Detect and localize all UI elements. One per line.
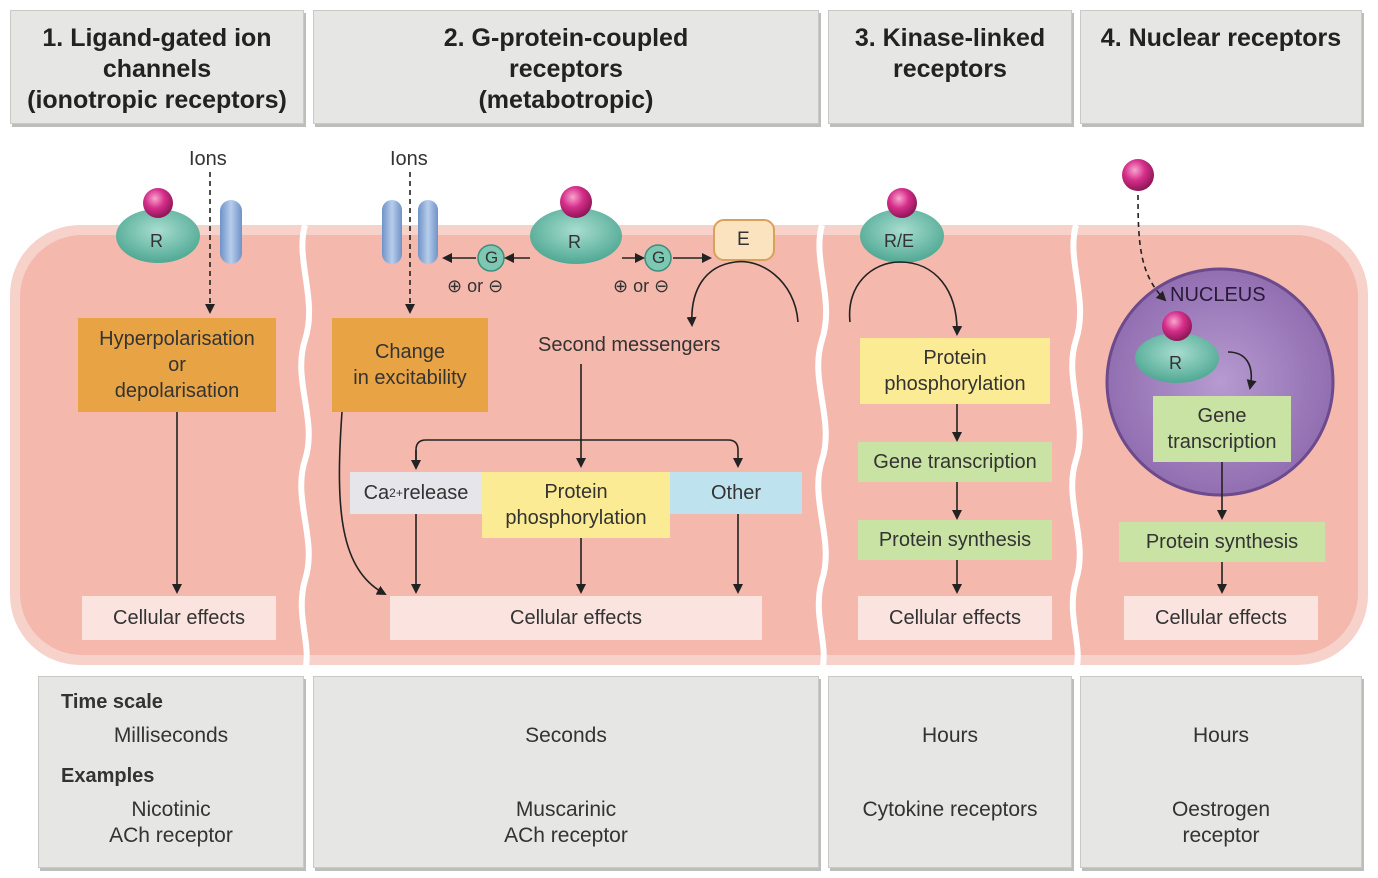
gene-transcription-nuclear-box: Gene transcription <box>1153 396 1291 462</box>
protein-synthesis-kinase-box: Protein synthesis <box>858 520 1052 560</box>
other-box: Other <box>670 472 802 514</box>
cellular-effects-col1: Cellular effects <box>82 596 276 640</box>
protein-phosphorylation-gpcr-box: Protein phosphorylation <box>482 472 670 538</box>
info-panel-col3: Hours Cytokine receptors <box>828 676 1072 868</box>
ions-label-col2: Ions <box>390 148 428 170</box>
receptor-enzyme-col3 <box>860 188 944 263</box>
example-value: Oestrogen receptor <box>1171 798 1271 847</box>
time-scale-label: Time scale <box>61 691 163 713</box>
receptor-col1 <box>116 188 200 263</box>
time-scale-value: Seconds <box>525 724 607 747</box>
ca-sup: 2+ <box>389 486 403 500</box>
plus-or-minus-left: ⊕ or ⊖ <box>447 276 504 296</box>
ion-channel-col1 <box>220 200 242 264</box>
ligand-free <box>1122 159 1154 191</box>
example-value: Muscarinic ACh receptor <box>504 798 628 847</box>
receptor-col4 <box>1135 311 1219 383</box>
second-messengers-label: Second messengers <box>538 334 721 356</box>
header-kinase-linked: 3. Kinase-linked receptors <box>828 10 1072 124</box>
header-nuclear: 4. Nuclear receptors <box>1080 10 1362 124</box>
plus-or-minus-right: ⊕ or ⊖ <box>613 276 670 296</box>
header-gpcr: 2. G-protein-coupled receptors (metabotr… <box>313 10 819 124</box>
info-panel-col1: Time scale Milliseconds Examples Nicotin… <box>38 676 304 868</box>
effector-label: E <box>737 229 750 250</box>
ca-base: Ca <box>363 482 390 504</box>
cellular-effects-col2: Cellular effects <box>390 596 762 640</box>
ca-rest: release <box>402 482 469 504</box>
receptor-label-col1: R <box>150 231 163 251</box>
examples-label: Examples <box>61 765 155 787</box>
ions-label-col1: Ions <box>189 148 227 170</box>
cellular-effects-col3: Cellular effects <box>858 596 1052 640</box>
column-dividers <box>298 224 1084 671</box>
protein-synthesis-nuclear-box: Protein synthesis <box>1119 522 1325 562</box>
example-value: Cytokine receptors <box>862 798 1038 821</box>
ion-channel-col2 <box>382 200 438 264</box>
info-panel-col4: Hours Oestrogen receptor <box>1080 676 1362 868</box>
g-label-left: G <box>485 248 499 267</box>
protein-phosphorylation-kinase-box: Protein phosphorylation <box>860 338 1050 404</box>
gene-transcription-kinase-box: Gene transcription <box>858 442 1052 482</box>
example-value: Nicotinic ACh receptor <box>109 798 233 847</box>
time-scale-value: Hours <box>921 724 979 747</box>
cellular-effects-col4: Cellular effects <box>1124 596 1318 640</box>
receptor-label-col2: R <box>568 232 581 252</box>
time-scale-value: Milliseconds <box>113 724 229 747</box>
nucleus-label: NUCLEUS <box>1170 284 1266 306</box>
receptor-enzyme-label: R/E <box>884 231 915 251</box>
receptor-label-col4: R <box>1169 353 1182 373</box>
hyperpolarisation-box: Hyperpolarisation or depolarisation <box>78 318 276 412</box>
g-protein-right <box>644 244 672 272</box>
effector-box <box>713 219 775 261</box>
receptor-col2 <box>530 186 622 264</box>
time-scale-value: Hours <box>1192 724 1250 747</box>
header-ligand-gated: 1. Ligand-gated ion channels (ionotropic… <box>10 10 304 124</box>
g-label-right: G <box>652 248 666 267</box>
info-panel-col2: Seconds Muscarinic ACh receptor <box>313 676 819 868</box>
change-excitability-box: Change in excitability <box>332 318 488 412</box>
